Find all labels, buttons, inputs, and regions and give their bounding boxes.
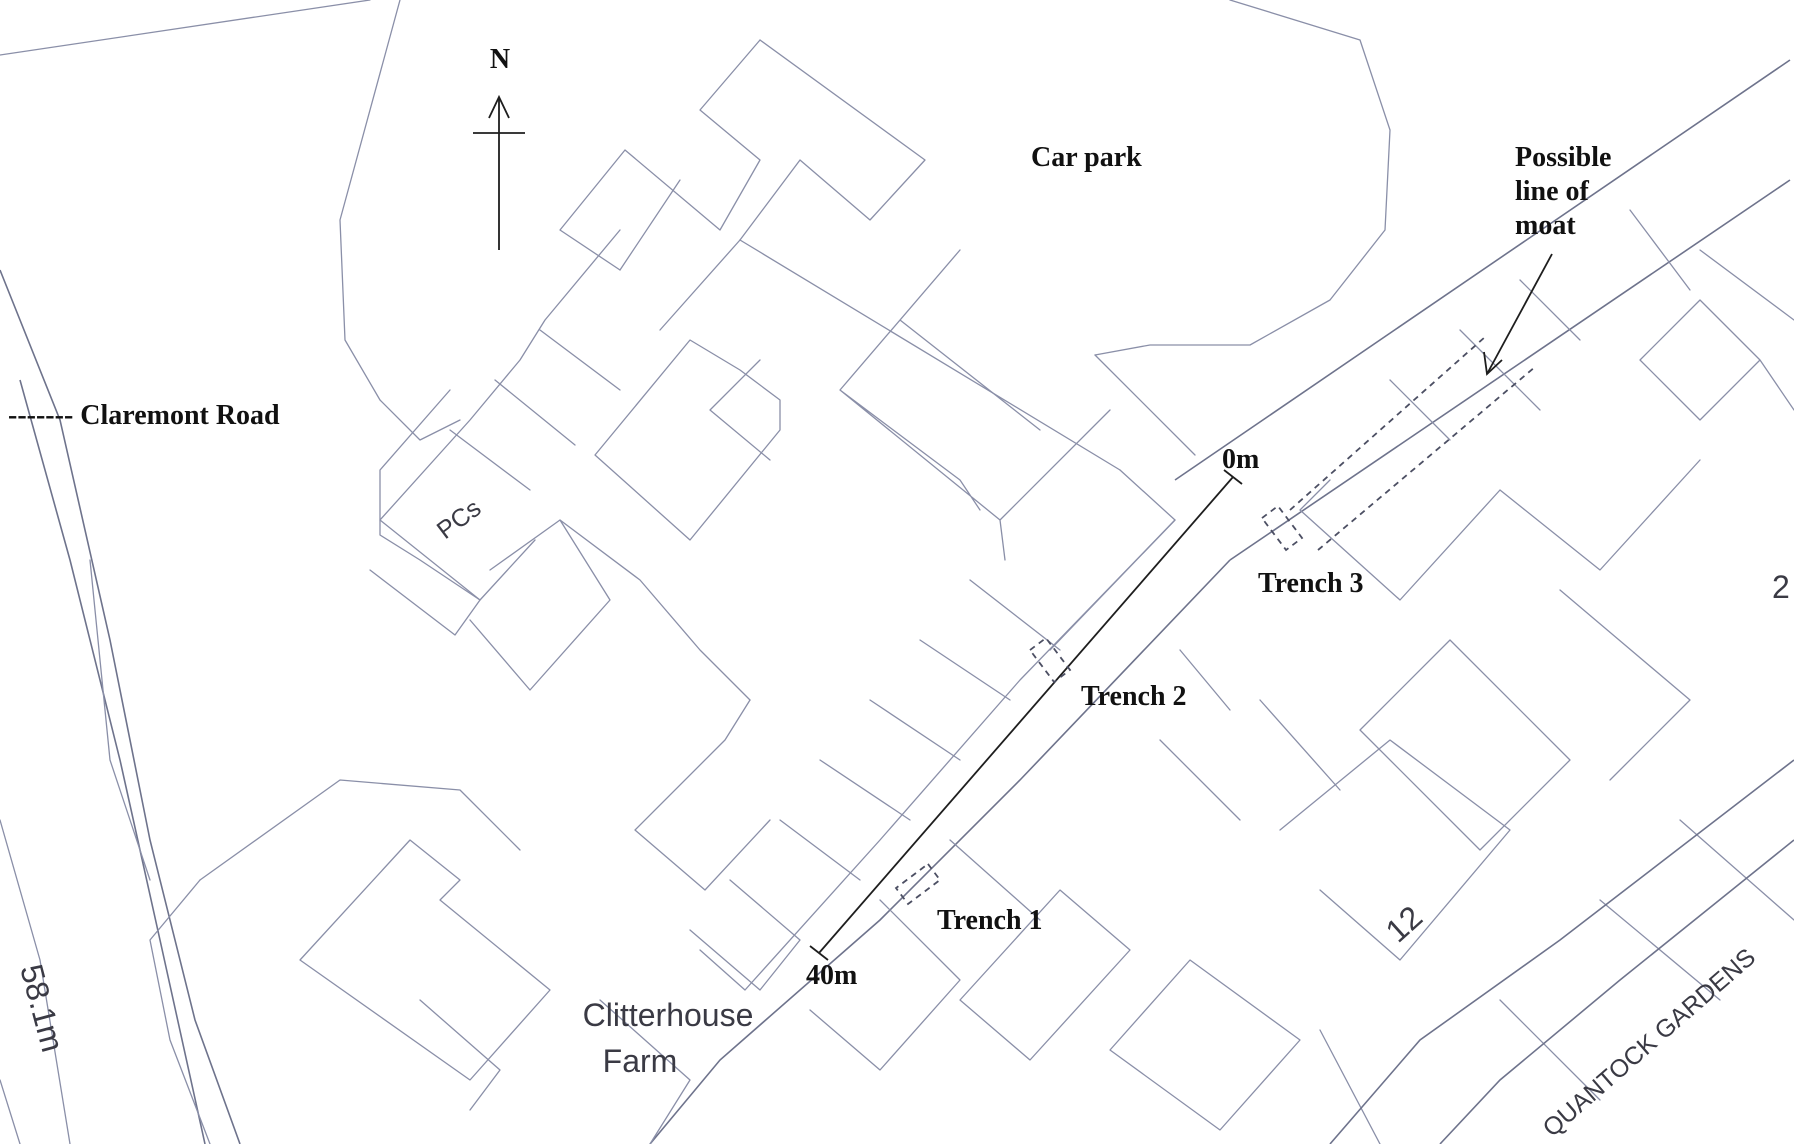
trench-3-outline (1260, 504, 1304, 552)
terrace-row-front (699, 469, 1176, 991)
car-park-label: Car park (1031, 142, 1142, 173)
pcs-building (369, 389, 481, 636)
building-strip-north (739, 39, 926, 241)
road-kerb-southwest (0, 1079, 21, 1144)
courtyard-inner (709, 359, 771, 461)
moat-pointer-arrow (1486, 253, 1553, 375)
farm-label-line-1: Clitterhouse (583, 997, 754, 1033)
moat-label-line-1: Possible (1515, 142, 1611, 173)
terrace-row-back (739, 239, 1121, 471)
farm-access (149, 879, 211, 1144)
house-plots-2 (1389, 209, 1794, 441)
moat-pointer-arrowhead (1483, 351, 1503, 376)
lane-centre-west (1049, 519, 1176, 651)
quantock-gardens-label: QUANTOCK GARDENS (1538, 943, 1762, 1142)
northern-boundary (0, 0, 371, 56)
building-block-3 (379, 229, 621, 601)
farm-boundary (199, 779, 691, 1144)
house-plots-6 (1109, 959, 1301, 1131)
claremont-road-verge (0, 819, 71, 1144)
house-plots-10 (1319, 819, 1794, 1144)
farm-outbuilding (419, 999, 501, 1111)
building-block-4 (449, 329, 621, 491)
moat-label-line-3: moat (1515, 210, 1576, 241)
house-plots-7 (959, 889, 1131, 1061)
moat-line-south (1317, 366, 1536, 551)
terrace-units-mid (779, 579, 1061, 881)
house-plots-3 (1639, 299, 1794, 421)
claremont-road-edge-west (0, 269, 241, 1144)
zero-metre-label: 0m (1222, 444, 1259, 475)
north-label: N (490, 44, 510, 75)
building-block-2 (619, 179, 741, 331)
farm-label-line-2: Farm (603, 1043, 678, 1079)
quantock-gardens-edge-1 (1329, 759, 1794, 1144)
measurement-tick-end (809, 945, 829, 961)
moat-label-line-2: line of (1515, 176, 1590, 207)
claremont-road-label: ------- Claremont Road (8, 400, 280, 431)
car-park-inner-edge (1094, 354, 1196, 456)
trench-3-label: Trench 3 (1258, 568, 1364, 599)
map-labels: Car park Possible line of moat ------- C… (8, 142, 1790, 1143)
trench-2-outline (1028, 636, 1072, 684)
car-park-access (339, 0, 461, 441)
lane-edge-south (1229, 179, 1791, 561)
lane-edge-north (1174, 59, 1791, 481)
spot-height-label: 58.1m (13, 960, 71, 1055)
terrace-divisions (839, 249, 1111, 561)
forty-metre-label: 40m (806, 960, 857, 991)
house-plots-5 (1279, 739, 1511, 961)
north-arrow-head (488, 94, 510, 119)
annotations (809, 253, 1553, 961)
house-plots-9 (809, 839, 1041, 1071)
road-kerb-west (89, 559, 151, 881)
trench-2-label: Trench 2 (1081, 681, 1187, 712)
house-number-label: 12 (1379, 899, 1430, 950)
farm-building-main (299, 839, 551, 1081)
pcs-label: PCs (432, 494, 487, 545)
central-courtyard (594, 339, 781, 541)
trench-1-label: Trench 1 (937, 905, 1043, 936)
moat-line-north (1289, 336, 1486, 511)
north-arrow: N (473, 44, 525, 250)
building-block-1 (559, 39, 761, 271)
car-park-outline (1094, 0, 1391, 356)
farm-building-east (634, 699, 771, 891)
partial-plot-number: 2 (1772, 569, 1790, 605)
measurement-tick-start (1223, 469, 1243, 485)
building-block-5 (469, 519, 611, 691)
house-plots-1 (1299, 459, 1701, 601)
lane-edge-south-west (649, 559, 1231, 1144)
measurement-line (818, 476, 1234, 954)
trench-1-outline (894, 862, 942, 906)
claremont-road-edge-east (19, 379, 206, 1144)
house-plots-8 (1159, 649, 1341, 821)
quantock-gardens-edge-2 (1439, 839, 1794, 1144)
house-plots-4 (1359, 589, 1691, 851)
terrace-units-south (689, 879, 801, 991)
building-block-6 (559, 519, 751, 701)
